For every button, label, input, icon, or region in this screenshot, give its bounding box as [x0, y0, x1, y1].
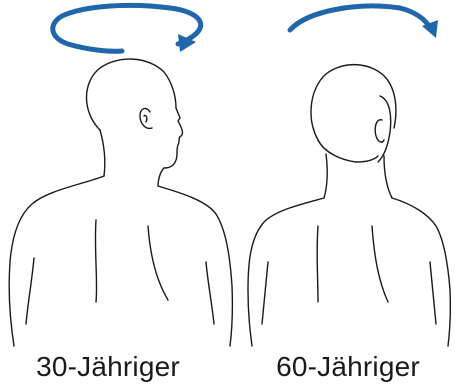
caption-30-year-old: 30-Jähriger [8, 350, 208, 384]
rotation-arrow-left-icon [53, 5, 201, 52]
rotation-arrow-right-icon [290, 6, 438, 38]
figure-30-year-old [9, 59, 232, 346]
caption-60-year-old: 60-Jähriger [248, 350, 448, 384]
figure-60-year-old [248, 65, 450, 346]
